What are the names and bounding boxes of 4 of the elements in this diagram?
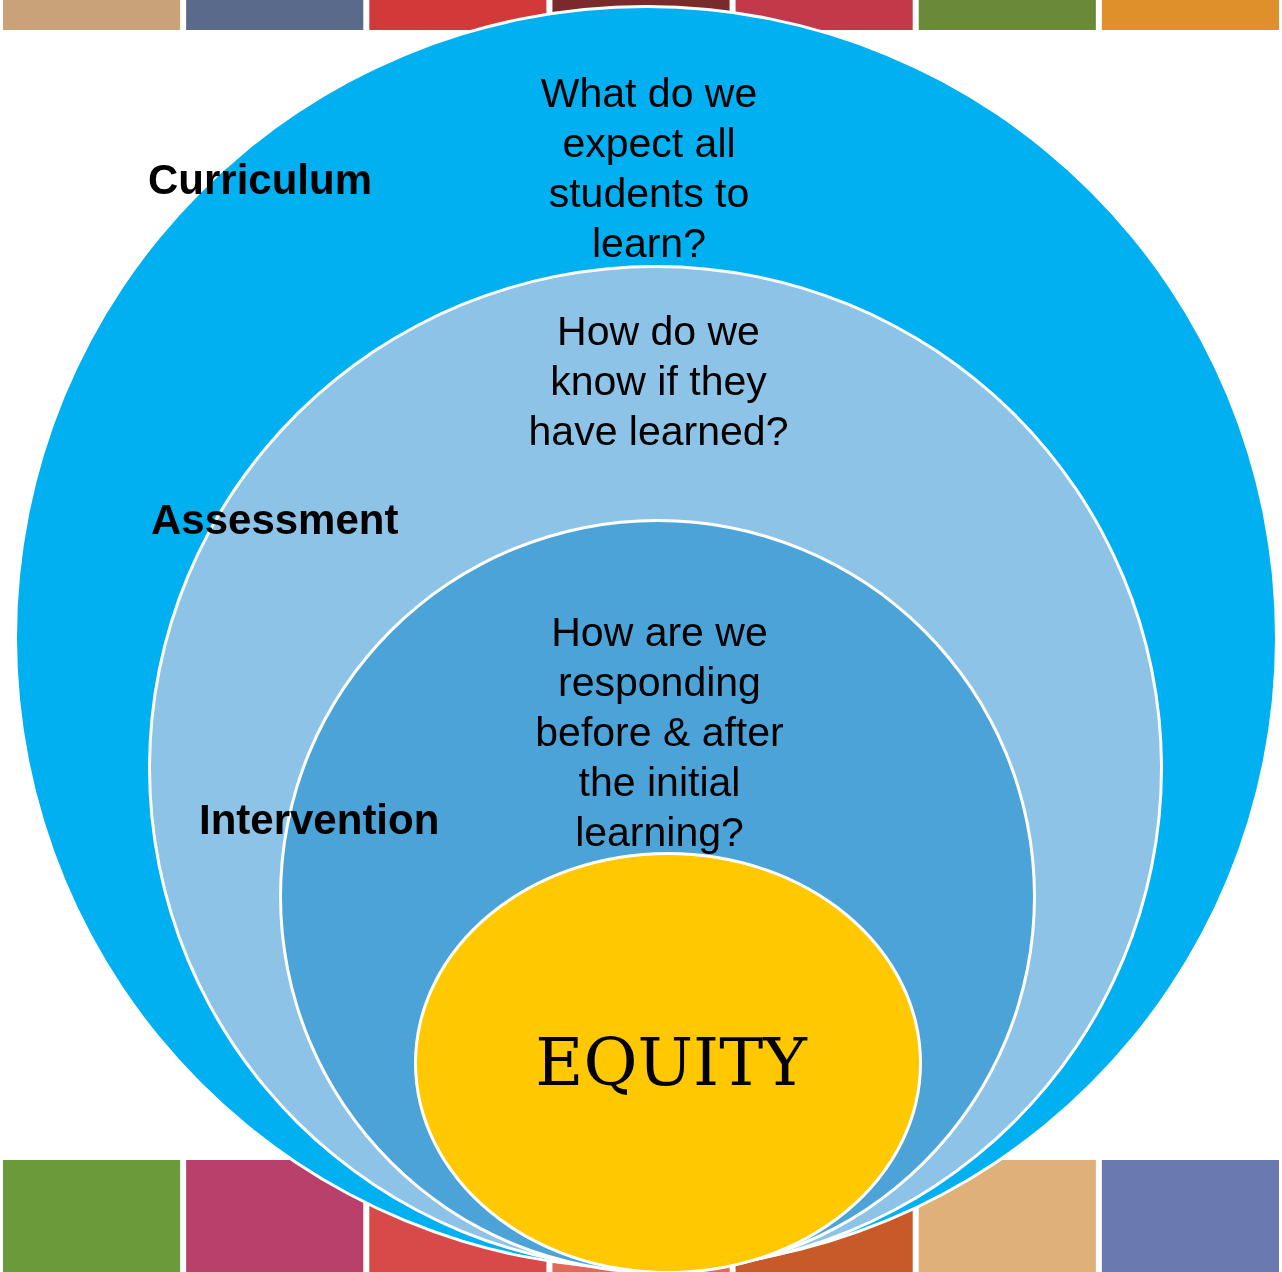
question-text: How are we responding before & after the initial learning? (534, 608, 785, 857)
question-text: What do we expect all students to learn? (539, 69, 759, 268)
question-text: How do we know if they have learned? (527, 307, 790, 456)
center-label: EQUITY (534, 1023, 809, 1103)
